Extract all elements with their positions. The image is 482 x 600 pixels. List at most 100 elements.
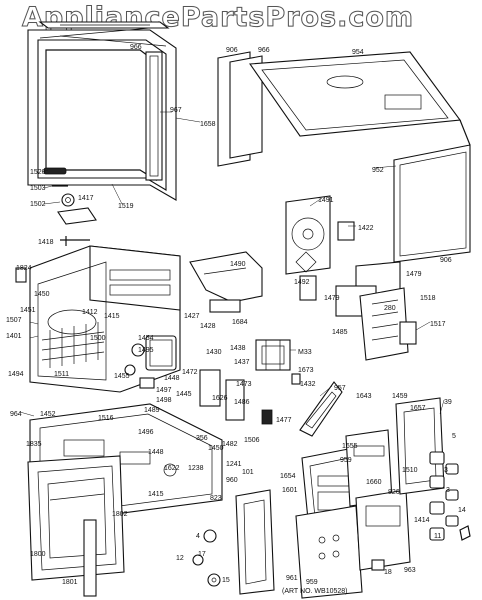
part-label: 1448 xyxy=(148,449,164,456)
part-label: 1479 xyxy=(324,295,340,302)
part-label: 1477 xyxy=(276,417,292,424)
part-label: 963 xyxy=(404,567,416,574)
part-label: 959 xyxy=(340,457,352,464)
part-label: 906 xyxy=(440,257,452,264)
part-label: 1835 xyxy=(26,441,42,448)
part-label: 1495 xyxy=(138,347,154,354)
part-label: 1438 xyxy=(230,345,246,352)
part-number-labels: 1519 966 967 1658 906 966 954 952 906 15… xyxy=(6,44,466,586)
transformer xyxy=(255,339,291,371)
part-label: 964 xyxy=(10,411,22,418)
part-label: 5 xyxy=(452,433,456,440)
part-label: 3 xyxy=(444,467,448,474)
part-label: 1489 xyxy=(144,407,160,414)
part-label: 1801 xyxy=(62,579,78,586)
art-number: (ART NO. WB10528) xyxy=(282,588,348,595)
part-label: 1520 xyxy=(30,169,46,176)
center-bracket xyxy=(189,251,263,313)
door-trim-strip xyxy=(38,21,170,29)
small-hardware-bottom xyxy=(192,525,471,587)
part-label: 3 xyxy=(446,487,450,494)
part-label: 826 xyxy=(388,489,400,496)
part-label: 959 xyxy=(306,579,318,586)
part-label: 1517 xyxy=(430,321,446,328)
part-label: 1472 xyxy=(182,369,198,376)
part-label: 960 xyxy=(226,477,238,484)
diagonal-brace xyxy=(299,381,343,437)
part-label: 101 xyxy=(242,469,254,476)
magnetron-assembly xyxy=(124,335,177,389)
part-label: 14 xyxy=(458,507,466,514)
part-label: 1415 xyxy=(148,491,164,498)
part-label: 1451 xyxy=(20,307,36,314)
part-label: 1450 xyxy=(208,445,224,452)
part-label: 1241 xyxy=(226,461,242,468)
part-label: 1412 xyxy=(82,309,98,316)
part-label: 1450 xyxy=(34,291,50,298)
part-label: 1417 xyxy=(78,195,94,202)
part-label: 1418 xyxy=(38,239,54,246)
part-label: 1432 xyxy=(300,381,316,388)
part-label: 1657 xyxy=(410,405,426,412)
part-label: 1491 xyxy=(318,197,334,204)
part-label: 1459 xyxy=(392,393,408,400)
part-label: 1503 xyxy=(30,185,46,192)
part-label: 39 xyxy=(444,399,452,406)
part-label: 1519 xyxy=(118,203,134,210)
part-label: 1430 xyxy=(206,349,222,356)
part-label: 1496 xyxy=(138,429,154,436)
door-choke-frame xyxy=(235,489,275,595)
part-label: 1658 xyxy=(200,121,216,128)
part-label: 15 xyxy=(222,577,230,584)
capacitor-and-relays xyxy=(199,369,301,425)
part-label: 1428 xyxy=(200,323,216,330)
door-assembly xyxy=(27,455,125,597)
part-label: 1802 xyxy=(112,511,128,518)
part-label: 1473 xyxy=(236,381,252,388)
part-label: 1498 xyxy=(156,397,172,404)
part-label: 11 xyxy=(434,533,441,540)
part-label: 1601 xyxy=(282,487,298,494)
part-label: 1479 xyxy=(406,271,422,278)
part-label: 1622 xyxy=(164,465,180,472)
part-label: 954 xyxy=(352,49,364,56)
right-control-assembly xyxy=(335,261,417,361)
part-label: 1455 xyxy=(114,373,130,380)
outer-case-wrapper xyxy=(217,51,471,263)
leader-lines xyxy=(19,111,445,417)
switch-knobs xyxy=(429,451,459,541)
part-label: 12 xyxy=(176,555,184,562)
part-label: 1507 xyxy=(6,317,22,324)
part-label: 967 xyxy=(170,107,182,114)
part-label: 1516 xyxy=(98,415,114,422)
part-label: 961 xyxy=(286,575,298,582)
part-label: 1492 xyxy=(294,279,310,286)
part-label: 1660 xyxy=(366,479,382,486)
part-label: 966 xyxy=(258,47,270,54)
control-panel xyxy=(295,429,411,599)
part-label: 1414 xyxy=(414,517,430,524)
part-label: 1500 xyxy=(90,335,106,342)
part-label: 280 xyxy=(384,305,396,312)
part-label: 952 xyxy=(372,167,384,174)
part-label: 1497 xyxy=(156,387,172,394)
part-label: 1824 xyxy=(16,265,32,272)
part-label: 1511 xyxy=(54,371,69,378)
part-label: 1506 xyxy=(244,437,260,444)
part-label: 1445 xyxy=(176,391,192,398)
part-label: 823 xyxy=(210,495,222,502)
part-label: 1437 xyxy=(234,359,250,366)
part-label: 1510 xyxy=(402,467,418,474)
part-label: 356 xyxy=(196,435,208,442)
part-label: 1448 xyxy=(164,375,180,382)
part-label: 1626 xyxy=(212,395,228,402)
part-label: 1518 xyxy=(420,295,436,302)
part-label: 4 xyxy=(196,533,200,540)
fan-blower-assembly xyxy=(285,195,355,301)
part-label: 1502 xyxy=(30,201,46,208)
part-label: 1401 xyxy=(6,333,22,340)
part-label: 1654 xyxy=(280,473,296,480)
part-label: 1427 xyxy=(184,313,200,320)
part-label: 1485 xyxy=(332,329,348,336)
